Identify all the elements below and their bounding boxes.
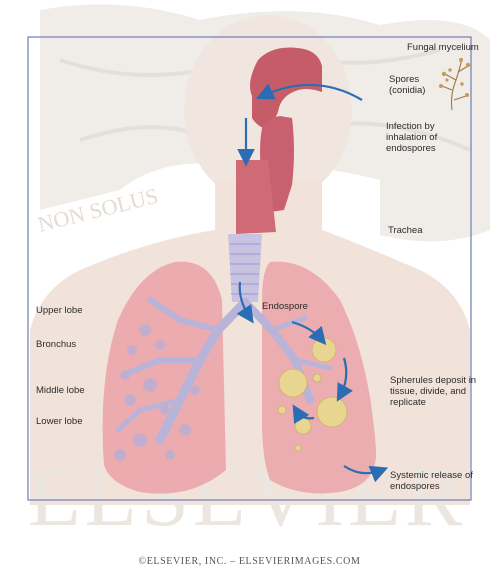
- label-spherules: Spherules deposit in tissue, divide, and…: [390, 375, 476, 408]
- label-fungal-mycelium: Fungal mycelium: [407, 42, 479, 53]
- label-lower-lobe: Lower lobe: [36, 416, 82, 427]
- label-trachea: Trachea: [388, 225, 423, 236]
- label-upper-lobe: Upper lobe: [36, 305, 82, 316]
- watermark-publisher: ELSEVIER: [28, 448, 466, 544]
- copyright-notice: ©ELSEVIER, INC. – ELSEVIERIMAGES.COM: [0, 556, 499, 567]
- label-endospore: Endospore: [262, 301, 308, 312]
- label-infection: Infection by inhalation of endospores: [386, 121, 437, 154]
- label-bronchus: Bronchus: [36, 339, 76, 350]
- label-spores: Spores (conidia): [389, 74, 425, 96]
- label-systemic-release: Systemic release of endospores: [390, 470, 473, 492]
- label-middle-lobe: Middle lobe: [36, 385, 85, 396]
